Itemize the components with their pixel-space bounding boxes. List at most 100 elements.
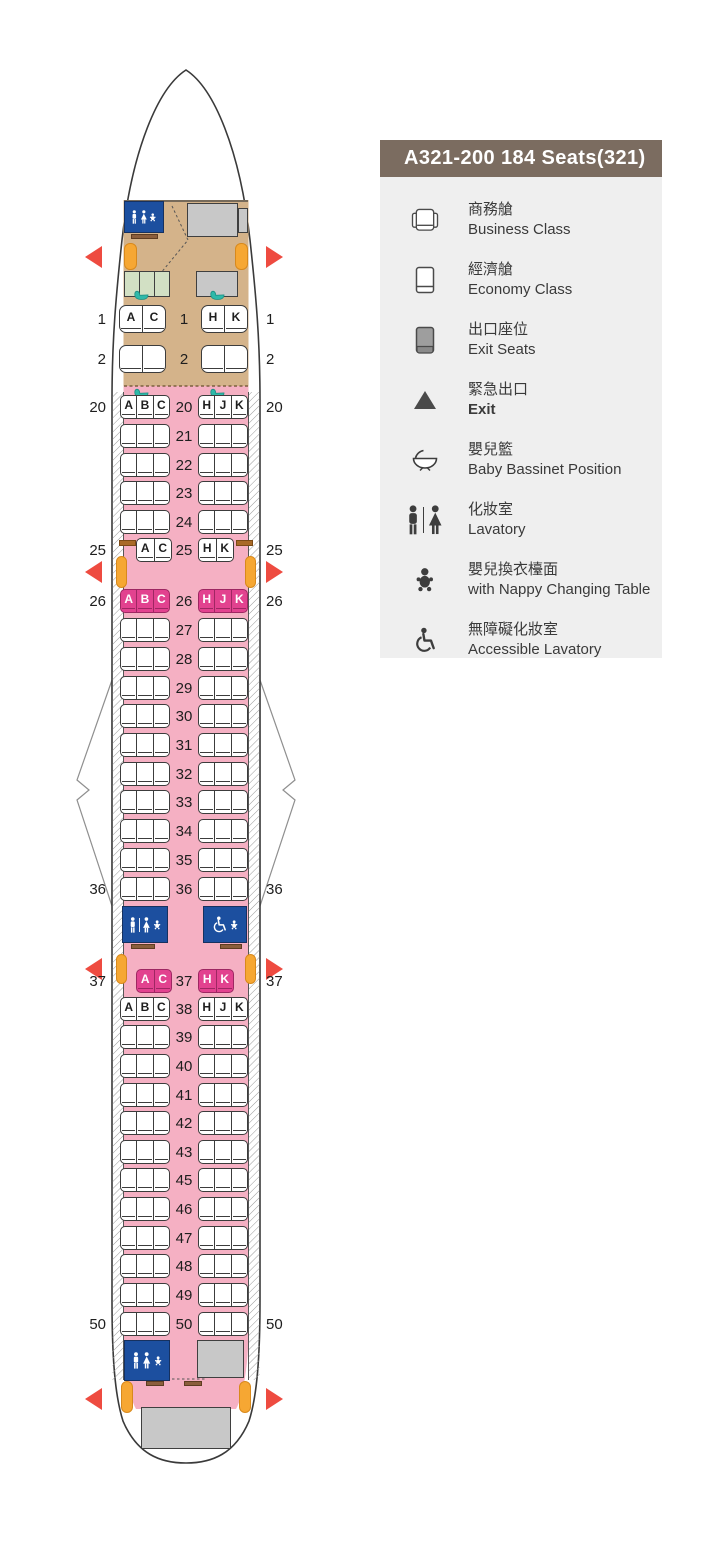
business-seat-icon [402, 208, 448, 233]
seat-block-row-45 [198, 1168, 248, 1192]
seat [232, 1227, 247, 1249]
seat [199, 1169, 216, 1191]
seat [232, 1313, 247, 1335]
seat-20B: B [137, 396, 154, 418]
seat [215, 1169, 232, 1191]
seat-1C: C [143, 306, 165, 332]
seat-38J: J [215, 998, 232, 1020]
seat [199, 425, 216, 447]
seat [137, 1284, 154, 1306]
seat-block-row-50 [198, 1312, 248, 1336]
row-label-left-25: 25 [89, 542, 106, 559]
seat [232, 1169, 247, 1191]
seat [215, 1284, 232, 1306]
seat [199, 1084, 216, 1106]
seat-25H: H [199, 539, 217, 561]
seat-block-row-36 [198, 877, 248, 901]
door-mid-left [116, 954, 127, 984]
row-number-34: 34 [175, 823, 193, 840]
seat-block-row-39 [198, 1025, 248, 1049]
seat [199, 705, 216, 727]
seat [137, 734, 154, 756]
seat [232, 648, 247, 670]
seat [215, 1313, 232, 1335]
seat [120, 346, 143, 372]
seat-block-row-50 [120, 1312, 170, 1336]
seat-block-row-30 [120, 704, 170, 728]
seat-block-row-33 [198, 790, 248, 814]
seat [137, 1112, 154, 1134]
bassinet-position-icon [134, 290, 149, 302]
seat [232, 1255, 247, 1277]
seat-20A: A [121, 396, 138, 418]
row-number-29: 29 [175, 680, 193, 697]
row-number-38: 38 [175, 1001, 193, 1018]
row-label-left-2: 2 [97, 351, 106, 368]
seat [199, 1227, 216, 1249]
seat [232, 482, 247, 504]
seat [225, 346, 247, 372]
seat [215, 482, 232, 504]
seat-block-row-43 [198, 1140, 248, 1164]
row-label-right-36: 36 [266, 881, 283, 898]
seat [121, 648, 138, 670]
seat [137, 878, 154, 900]
seat [232, 820, 247, 842]
seat [199, 511, 216, 533]
seat [232, 1084, 247, 1106]
seat [215, 454, 232, 476]
seat-block-row-33 [120, 790, 170, 814]
seat-block-row-40 [120, 1054, 170, 1078]
row-number-23: 23 [175, 485, 193, 502]
seat [121, 734, 138, 756]
seat [232, 763, 247, 785]
seat [137, 1055, 154, 1077]
seat [137, 648, 154, 670]
exit-seat-icon [402, 326, 448, 354]
seat [121, 1141, 138, 1163]
row-number-47: 47 [175, 1230, 193, 1247]
seat-37K: K [217, 970, 234, 992]
seat-block-row-46 [120, 1197, 170, 1221]
row-number-28: 28 [175, 651, 193, 668]
seat [121, 1026, 138, 1048]
seat [121, 1055, 138, 1077]
seat [199, 1026, 216, 1048]
row-number-31: 31 [175, 737, 193, 754]
seat-block-row-31 [198, 733, 248, 757]
row-number-39: 39 [175, 1029, 193, 1046]
seat [215, 677, 232, 699]
seat [154, 619, 169, 641]
seat [232, 619, 247, 641]
front-galley [187, 203, 238, 237]
row-label-left-20: 20 [89, 399, 106, 416]
rear-ledge-right [184, 1381, 202, 1386]
seat [232, 425, 247, 447]
row-number-43: 43 [175, 1144, 193, 1161]
rear-lavatory [124, 1340, 170, 1381]
row-number-50: 50 [175, 1316, 193, 1333]
seat-block-row-39 [120, 1025, 170, 1049]
seat-block-row-29 [198, 676, 248, 700]
accessible-icon [402, 627, 448, 653]
front-galley-tab [238, 208, 248, 233]
seat [154, 511, 169, 533]
exit-arrow-overwing-right [266, 561, 283, 583]
seat-37H: H [199, 970, 217, 992]
seat [199, 1313, 216, 1335]
row-label-left-26: 26 [89, 593, 106, 610]
overwing-exit-strip-left [119, 540, 136, 546]
door-front-right [235, 243, 248, 270]
seat [121, 482, 138, 504]
front-lavatory [124, 201, 164, 233]
